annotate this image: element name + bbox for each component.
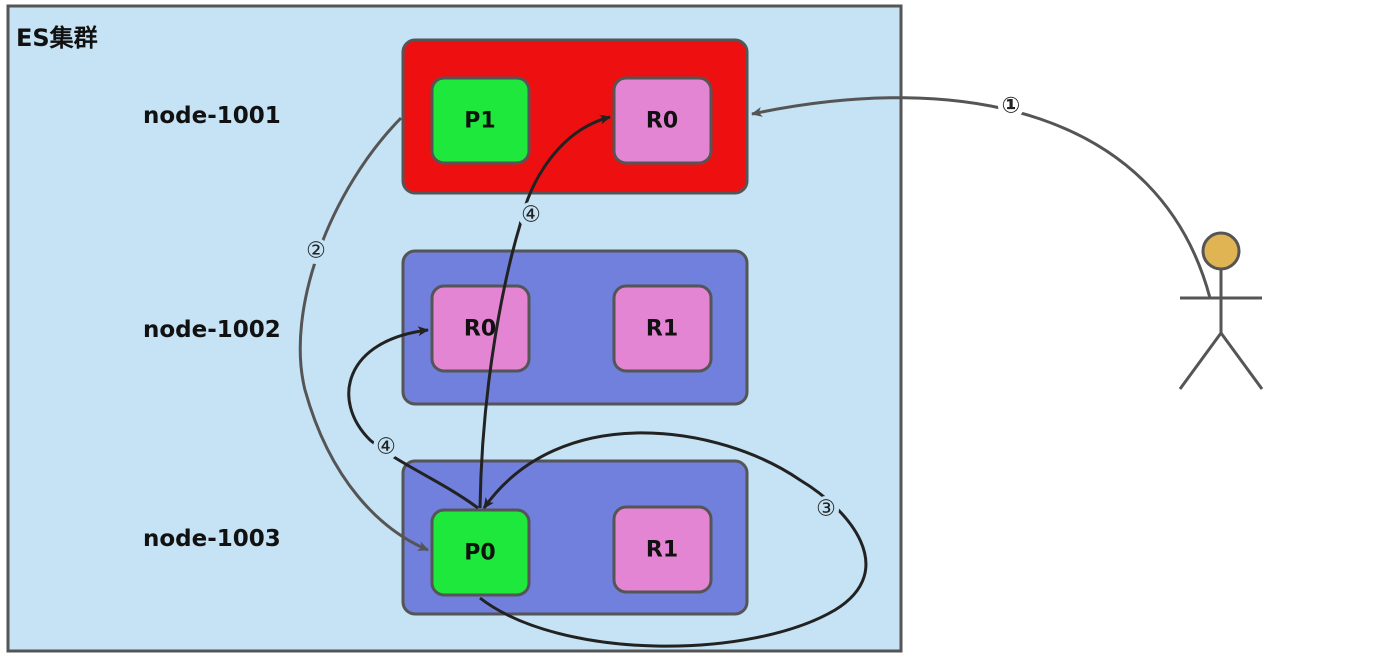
shard-p0: P0 [430, 508, 531, 597]
node-label-1001: node-1001 [143, 103, 281, 129]
shard-p1-label: P1 [464, 109, 495, 134]
step-1-label: ① [1002, 94, 1021, 119]
step-4-label-a: ④ [521, 203, 541, 228]
shard-r0-label: R0 [646, 109, 678, 134]
shard-r1-label: R1 [646, 317, 678, 342]
shard-p1: P1 [430, 76, 531, 165]
step-4-label-b: ④ [376, 435, 396, 460]
step-3-label: ③ [816, 497, 836, 522]
shard-r0-label: R0 [464, 317, 496, 342]
arrow-step-4-to-node-1001 [478, 114, 611, 509]
node-1001-box: P1 R0 [401, 38, 749, 195]
shard-p0-label: P0 [464, 541, 495, 566]
arrow-step-2 [298, 116, 429, 552]
arrow-step-1 [751, 96, 1212, 299]
node-label-1002: node-1002 [143, 317, 281, 343]
step-2-label: ② [306, 239, 326, 264]
actor-leg-right [1219, 332, 1264, 390]
actor-leg-left [1178, 332, 1223, 390]
shard-r0-node-1002: R0 [430, 284, 531, 373]
actor-head [1201, 231, 1241, 271]
cluster-title: ES集群 [16, 24, 98, 52]
shard-r1-label: R1 [646, 538, 678, 563]
node-label-1003: node-1003 [143, 526, 281, 552]
arrow-step-3 [479, 431, 868, 648]
shard-r0-node-1001: R0 [612, 76, 713, 165]
shard-r1-node-1003: R1 [612, 505, 713, 594]
node-1002-box: R0 R1 [401, 249, 749, 406]
shard-r1-node-1002: R1 [612, 284, 713, 373]
arrow-step-4-to-node-1002 [347, 326, 479, 510]
node-1003-box: P0 R1 [401, 459, 749, 616]
client-actor [1178, 231, 1264, 390]
